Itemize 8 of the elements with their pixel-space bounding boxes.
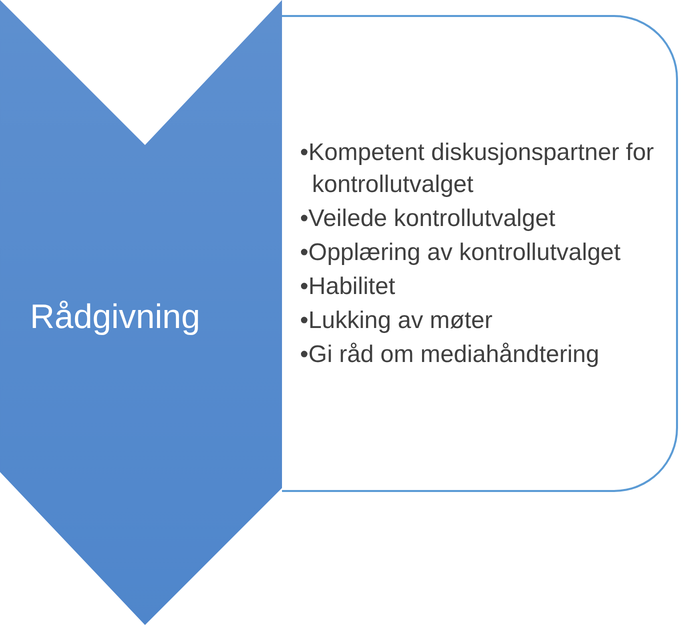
bullet-item: •Veilede kontrollutvalget: [300, 204, 556, 234]
bullet-item: •Habilitet: [300, 272, 396, 302]
bullet-item: •Lukking av møter: [300, 306, 494, 336]
content-panel: [282, 15, 678, 492]
bullet-item: •Kompetent diskusjonspartner for kontrollutvalget: [300, 138, 655, 200]
bullet-item: •Opplæring av kontrollutvalget: [300, 238, 622, 268]
node-label: Rådgivning: [30, 297, 200, 337]
bullet-item: •Gi råd om mediahåndtering: [300, 340, 600, 370]
